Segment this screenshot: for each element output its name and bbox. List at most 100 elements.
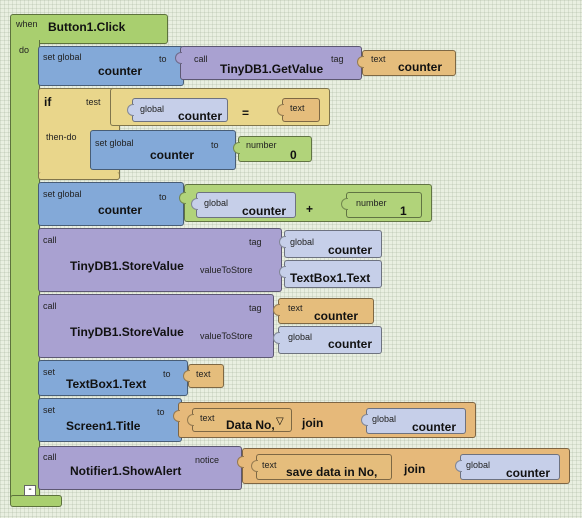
global-plug: [191, 198, 198, 210]
tinydb-storevalue-block-2[interactable]: [38, 294, 274, 358]
text-empty-block[interactable]: [282, 98, 320, 122]
text-label: text: [290, 103, 305, 113]
if-label: if: [44, 95, 52, 109]
set-global-counter-block-2[interactable]: [90, 130, 236, 170]
global-label: global: [290, 237, 315, 247]
if-bottom: [38, 172, 120, 180]
number-value: 0: [290, 148, 297, 162]
text-label: text: [288, 303, 303, 313]
text-save-data-block[interactable]: [256, 454, 392, 480]
set-label: set: [43, 367, 56, 377]
getvalue-plug: [175, 52, 182, 64]
textbox1-text-block[interactable]: [284, 260, 382, 288]
var-name: counter: [98, 203, 143, 217]
set-global-counter-block-1[interactable]: [38, 46, 184, 86]
global-counter-join-block-1[interactable]: [366, 408, 466, 434]
global-plug: [455, 460, 462, 472]
equals-operator: =: [242, 106, 250, 120]
global-var: counter: [506, 466, 551, 480]
notice-label: notice: [195, 455, 220, 465]
global-label: global: [372, 414, 397, 424]
text-plug: [277, 104, 284, 116]
tag-label: tag: [249, 237, 262, 247]
to-label: to: [157, 407, 165, 417]
text-label: text: [371, 54, 386, 64]
text-value: counter: [398, 60, 443, 74]
to-label: to: [163, 369, 171, 379]
text-label: text: [200, 413, 215, 423]
number-value: 1: [400, 204, 407, 218]
text-plug: [273, 304, 280, 316]
text-empty-block-2[interactable]: [188, 364, 224, 388]
then-do-label: then-do: [46, 132, 77, 142]
text-label: text: [262, 460, 277, 470]
global-label: global: [466, 460, 491, 470]
addition-plug: [179, 192, 186, 204]
number-label: number: [356, 198, 387, 208]
text-counter-tag-block[interactable]: [278, 298, 374, 324]
tinydb-storevalue-block-1[interactable]: [38, 228, 282, 292]
call-label: call: [43, 235, 57, 245]
join-label: join: [404, 462, 426, 476]
global-plug: [127, 104, 134, 116]
test-label: test: [86, 97, 101, 107]
set-label: set: [43, 405, 56, 415]
number-1-block[interactable]: [346, 192, 422, 218]
textbox-plug: [279, 266, 286, 278]
number-0-block[interactable]: [238, 136, 312, 162]
join-label: join: [302, 416, 324, 430]
join-plug: [173, 410, 180, 422]
value-to-store-label: valueToStore: [200, 331, 253, 341]
text-value: counter: [314, 309, 359, 323]
to-label: to: [159, 192, 167, 202]
to-label: to: [211, 140, 219, 150]
var-name: counter: [98, 64, 143, 78]
to-label: to: [159, 54, 167, 64]
text-plug: [183, 370, 190, 382]
global-var: counter: [178, 109, 223, 123]
text-plug: [251, 460, 258, 472]
call-label: call: [43, 452, 57, 462]
storevalue-method: TinyDB1.StoreValue: [70, 325, 184, 339]
call-label: call: [43, 301, 57, 311]
set-global-label: set global: [43, 52, 82, 62]
var-name: counter: [150, 148, 195, 162]
tag-label: tag: [331, 54, 344, 64]
global-label: global: [288, 332, 313, 342]
event-block-bottom: [10, 495, 62, 507]
set-global-label: set global: [43, 189, 82, 199]
global-counter-value-block[interactable]: [278, 326, 382, 354]
global-var: counter: [242, 204, 287, 218]
set-global-counter-block-3[interactable]: [38, 182, 184, 226]
event-name: Button1.Click: [48, 20, 126, 34]
text-counter-block-1[interactable]: [362, 50, 456, 76]
event-block-button1-click[interactable]: [10, 14, 168, 44]
tinydb-getvalue-block[interactable]: [180, 46, 362, 80]
value-to-store-label: valueToStore: [200, 265, 253, 275]
global-var: counter: [412, 420, 457, 434]
dropdown-icon[interactable]: ▽: [276, 416, 284, 427]
textbox1-text: TextBox1.Text: [290, 271, 371, 285]
number-plug: [341, 198, 348, 210]
set-textbox1-text-block[interactable]: [38, 360, 188, 396]
set-screen1-title-block[interactable]: [38, 398, 182, 442]
storevalue-method: TinyDB1.StoreValue: [70, 259, 184, 273]
set-global-label: set global: [95, 138, 134, 148]
text-plug: [187, 414, 194, 426]
global-counter-join-block-2[interactable]: [460, 454, 560, 480]
number-label: number: [246, 140, 277, 150]
property-name: Screen1.Title: [66, 419, 141, 433]
text-plug: [357, 56, 364, 68]
global-counter-tag-block[interactable]: [284, 230, 382, 258]
plus-operator: +: [306, 202, 314, 216]
collapse-button[interactable]: -: [24, 485, 36, 496]
property-name: TextBox1.Text: [66, 377, 147, 391]
notifier-showalert-block[interactable]: [38, 446, 242, 490]
global-plug: [361, 414, 368, 426]
event-block-body: [10, 40, 40, 502]
text-label: text: [196, 369, 211, 379]
getvalue-method: TinyDB1.GetValue: [220, 62, 324, 76]
global-plug: [279, 236, 286, 248]
global-label: global: [140, 104, 165, 114]
showalert-method: Notifier1.ShowAlert: [70, 464, 182, 478]
